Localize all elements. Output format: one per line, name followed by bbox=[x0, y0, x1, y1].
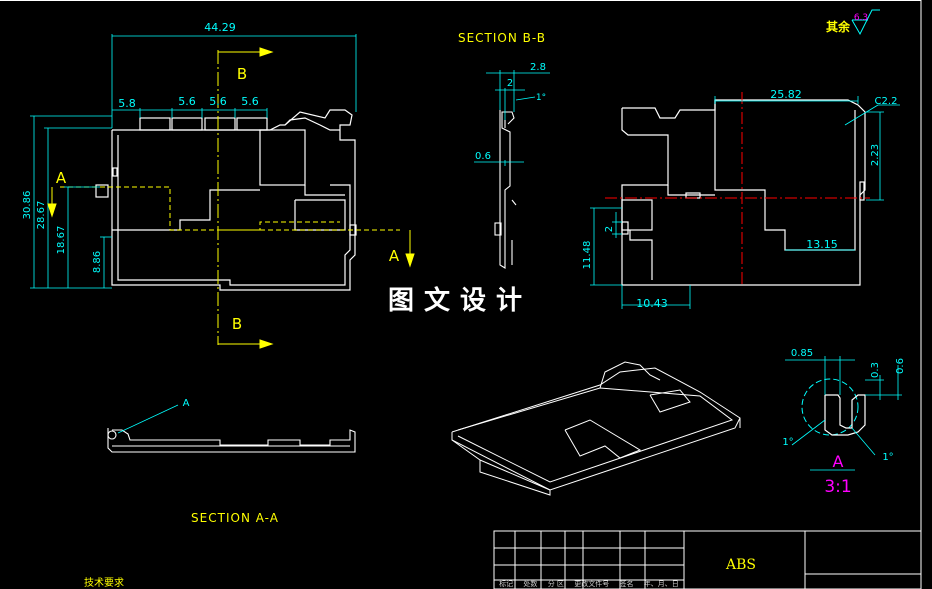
dim-bb-2: 2 bbox=[507, 78, 513, 89]
tb-header: 签名 bbox=[619, 580, 634, 588]
dim-detail-w: 0.85 bbox=[791, 348, 813, 359]
tech-requirements-heading: 技术要求 bbox=[84, 578, 124, 589]
dim-bb-angle: 1° bbox=[536, 93, 546, 103]
dim-overall-width: 44.29 bbox=[204, 21, 236, 34]
isometric-view bbox=[451, 361, 741, 496]
dim-rear-h-right: 2.23 bbox=[870, 144, 881, 166]
leader-label-a: A bbox=[183, 398, 190, 409]
dim-detail-angle-1: 1° bbox=[782, 437, 793, 448]
surface-note: 其余 bbox=[826, 20, 851, 34]
dim-detail-angle-2: 1° bbox=[882, 452, 893, 463]
dim-overall-height: 30.86 bbox=[22, 191, 33, 220]
dim-chamfer: C2.2 bbox=[875, 96, 898, 107]
tb-header: 更改文件号 bbox=[574, 580, 610, 588]
detail-a-view bbox=[785, 356, 902, 471]
dim-rear-h-left: 11.48 bbox=[582, 241, 593, 270]
section-bb-title: SECTION B-B bbox=[458, 31, 546, 45]
watermark-text: 图文设计 bbox=[388, 286, 533, 316]
dim-rear-bottom: 10.43 bbox=[636, 297, 668, 310]
section-aa-view bbox=[107, 404, 356, 453]
dim-rib-4: 5.6 bbox=[241, 95, 259, 108]
roughness-value: 6.3 bbox=[854, 13, 868, 23]
dim-h3: 18.67 bbox=[56, 226, 67, 255]
dim-bb-thk: 0.6 bbox=[475, 151, 491, 162]
cut-marker-a-right: A bbox=[389, 247, 400, 265]
detail-label: A bbox=[833, 452, 844, 471]
dim-rear-inner: 13.15 bbox=[806, 238, 838, 251]
dim-rear-2: 2 bbox=[604, 226, 615, 232]
title-block-headers: 标记 处数 分 区 更改文件号 签名 年、月、日 bbox=[494, 579, 684, 589]
cut-marker-b-bottom: B bbox=[232, 315, 242, 333]
dim-detail-h2: 0.6 bbox=[895, 358, 906, 374]
roughness-symbol bbox=[851, 9, 880, 36]
front-view bbox=[30, 34, 415, 349]
section-aa-title: SECTION A-A bbox=[191, 511, 279, 525]
dim-h4: 8.86 bbox=[92, 251, 103, 273]
rear-view bbox=[590, 92, 900, 309]
dim-bb-top: 2.8 bbox=[530, 62, 546, 73]
tb-header: 标记 bbox=[499, 580, 514, 588]
dim-h2: 28.67 bbox=[36, 201, 47, 230]
tb-header: 分 区 bbox=[547, 580, 564, 588]
dim-rib-2: 5.6 bbox=[178, 95, 196, 108]
material-label: ABS bbox=[726, 557, 756, 573]
dim-detail-h1: 0.3 bbox=[870, 362, 881, 378]
section-bb-view bbox=[474, 70, 550, 269]
title-block bbox=[493, 530, 922, 589]
tb-header: 年、月、日 bbox=[643, 580, 679, 588]
detail-scale: 3:1 bbox=[824, 477, 851, 497]
dim-rib-1: 5.8 bbox=[118, 97, 136, 110]
dim-rib-3: 5.6 bbox=[209, 95, 227, 108]
dim-rear-width: 25.82 bbox=[770, 88, 802, 101]
cut-marker-b-top: B bbox=[237, 65, 247, 83]
cut-marker-a-left: A bbox=[56, 169, 67, 187]
tb-header: 处数 bbox=[523, 580, 538, 588]
